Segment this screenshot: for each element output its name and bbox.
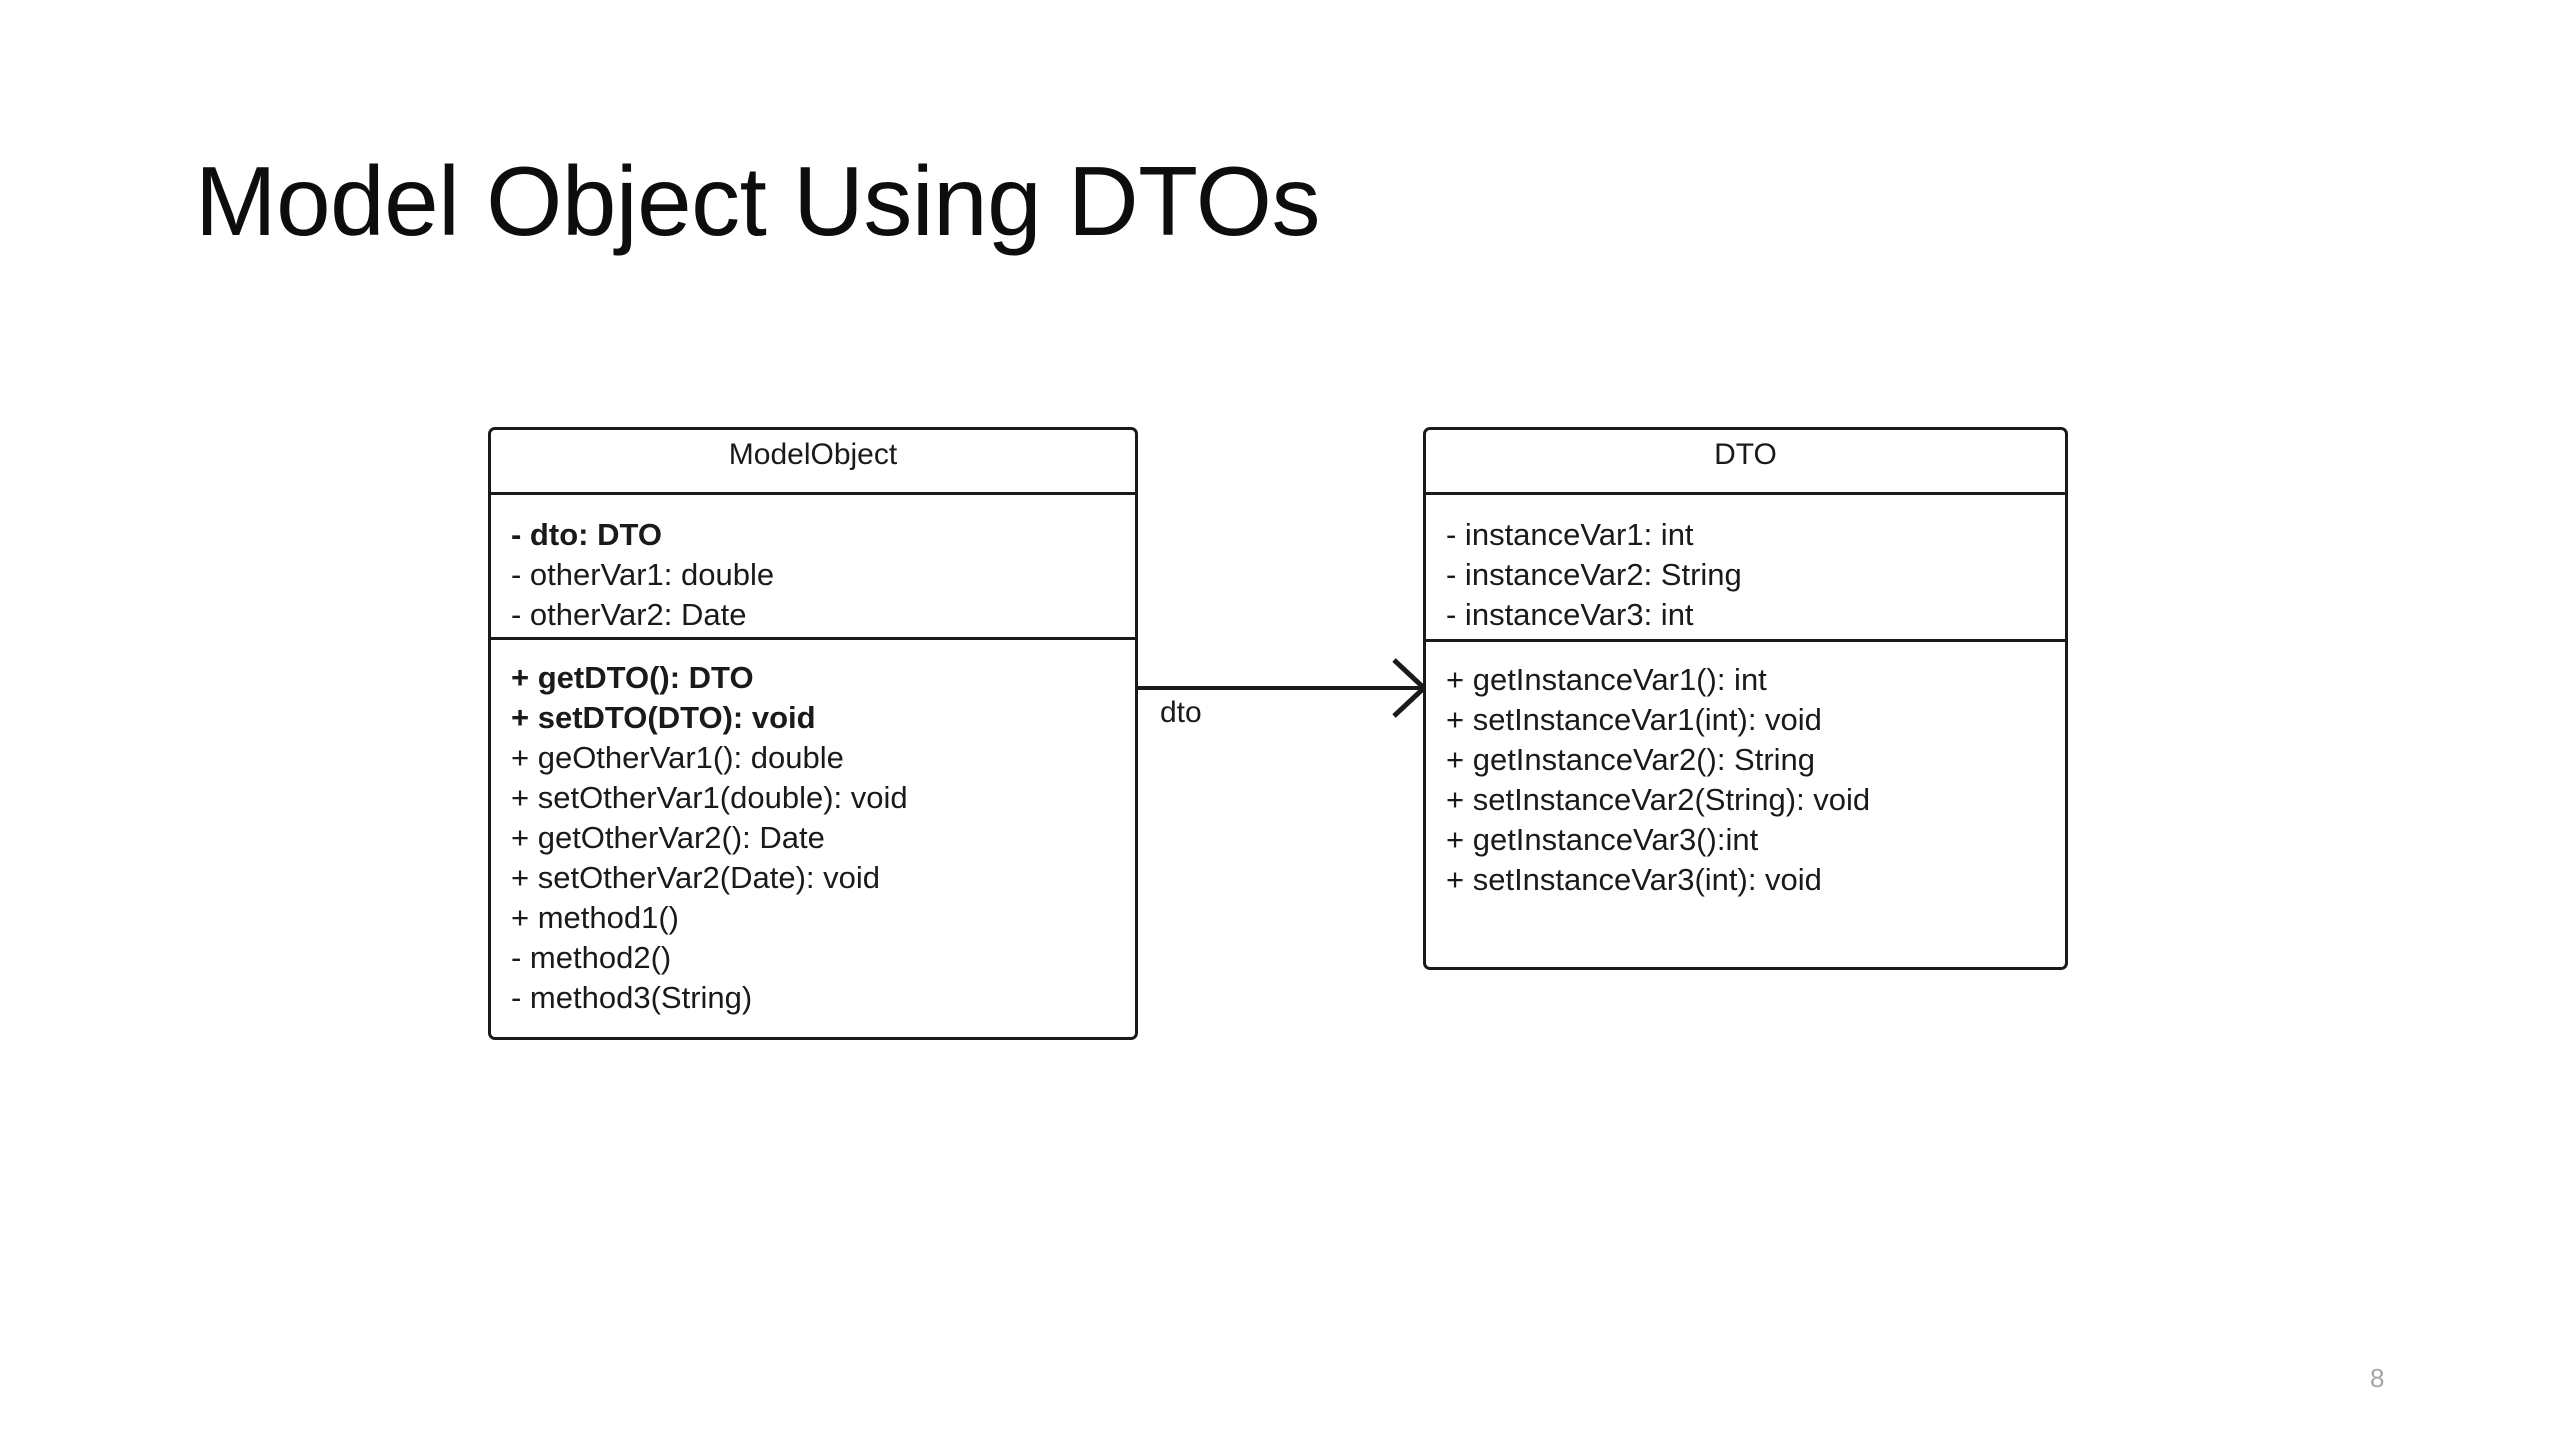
page-title: Model Object Using DTOs xyxy=(195,146,1320,256)
uml-class-header: ModelObject xyxy=(491,430,1135,495)
uml-operations-compartment: + getInstanceVar1(): int + setInstanceVa… xyxy=(1426,642,2065,967)
uml-operation: - method3(String) xyxy=(511,980,753,1015)
association-label: dto xyxy=(1160,696,1202,729)
uml-operation: - method2() xyxy=(511,940,672,975)
uml-class-header: DTO xyxy=(1426,430,2065,495)
uml-attributes-compartment: - dto: DTO - otherVar1: double - otherVa… xyxy=(491,495,1135,640)
uml-operation: + getInstanceVar1(): int xyxy=(1446,662,1767,697)
uml-attribute: - otherVar2: Date xyxy=(511,597,747,632)
uml-class-name: DTO xyxy=(1714,438,1777,471)
uml-operation: + method1() xyxy=(511,900,680,935)
uml-attribute: - instanceVar3: int xyxy=(1446,597,1694,632)
uml-operation: + setInstanceVar2(String): void xyxy=(1446,782,1871,817)
uml-operation: + getOtherVar2(): Date xyxy=(511,820,825,855)
uml-operation: + setOtherVar1(double): void xyxy=(511,780,908,815)
uml-operations-compartment: + getDTO(): DTO + setDTO(DTO): void + ge… xyxy=(491,640,1135,1037)
uml-attribute: - otherVar1: double xyxy=(511,557,775,592)
uml-operation: + geOtherVar1(): double xyxy=(511,740,844,775)
uml-operation: + getInstanceVar2(): String xyxy=(1446,742,1816,777)
uml-attributes-compartment: - instanceVar1: int - instanceVar2: Stri… xyxy=(1426,495,2065,642)
uml-operation: + setInstanceVar3(int): void xyxy=(1446,862,1822,897)
uml-attribute: - instanceVar2: String xyxy=(1446,557,1742,592)
uml-operation: + getDTO(): DTO xyxy=(511,660,754,695)
uml-class-name: ModelObject xyxy=(728,438,898,471)
page-number: 8 xyxy=(2370,1363,2385,1393)
uml-attribute: - instanceVar1: int xyxy=(1446,517,1694,552)
uml-class-dto[interactable]: DTO - instanceVar1: int - instanceVar2: … xyxy=(1423,427,2068,970)
uml-operation: + setOtherVar2(Date): void xyxy=(511,860,881,895)
uml-operation: + getInstanceVar3():int xyxy=(1446,822,1759,857)
uml-attribute: - dto: DTO xyxy=(511,517,662,552)
uml-operation: + setDTO(DTO): void xyxy=(511,700,816,735)
uml-operation: + setInstanceVar1(int): void xyxy=(1446,702,1822,737)
uml-class-model-object[interactable]: ModelObject - dto: DTO - otherVar1: doub… xyxy=(488,427,1138,1040)
